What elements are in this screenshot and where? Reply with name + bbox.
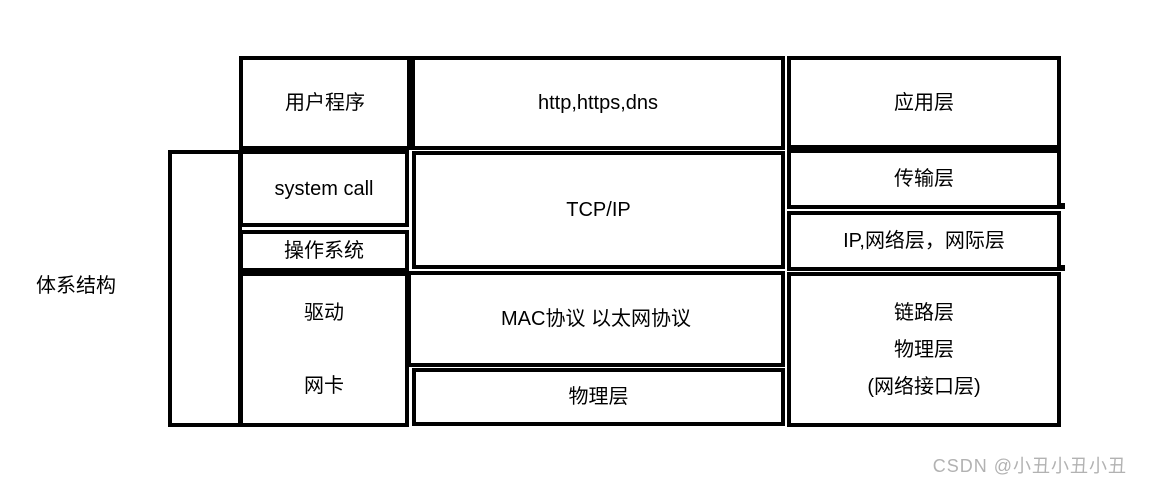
cell-user-program: 用户程序 [239, 56, 411, 150]
cell-link-layer-line2: 物理层 [894, 338, 954, 361]
line-overshoot-top [1058, 203, 1065, 209]
cell-nic-label: 网卡 [304, 375, 344, 398]
cell-mac-ethernet-label: MAC协议 以太网协议 [501, 308, 691, 330]
cell-physical-middle: 物理层 [412, 368, 785, 426]
cell-ip-network-layer-label: IP,网络层，网际层 [843, 230, 1005, 252]
side-label-architecture: 体系结构 [36, 275, 116, 297]
cell-driver-nic: 驱动 网卡 [239, 272, 409, 427]
cell-system-call: system call [239, 150, 409, 227]
cell-ip-network-layer: IP,网络层，网际层 [787, 211, 1061, 271]
cell-http-https-dns-label: http,https,dns [537, 92, 659, 114]
cell-http-https-dns: http,https,dns [411, 56, 785, 150]
cell-mac-ethernet: MAC协议 以太网协议 [407, 271, 785, 367]
cell-link-physical-layer: 链路层 物理层 (网络接口层) [787, 272, 1061, 427]
cell-link-layer-line3: (网络接口层) [867, 375, 981, 398]
cell-tcpip-label: TCP/IP [566, 199, 631, 221]
cell-user-program-label: 用户程序 [285, 92, 365, 114]
line-overshoot-bottom [1058, 265, 1065, 271]
cell-link-layer-line1: 链路层 [894, 301, 954, 324]
csdn-watermark: CSDN @小丑小丑小丑 [932, 456, 1127, 476]
cell-driver-label: 驱动 [304, 301, 344, 324]
cell-physical-middle-label: 物理层 [568, 386, 629, 408]
cell-transport-layer: 传输层 [787, 149, 1061, 209]
cell-application-layer-label: 应用层 [894, 91, 954, 114]
cell-transport-layer-label: 传输层 [894, 168, 954, 190]
cell-tcpip: TCP/IP [412, 151, 785, 269]
cell-operating-system-label: 操作系统 [284, 240, 364, 262]
outer-bracket-box [168, 150, 242, 427]
cell-operating-system: 操作系统 [239, 230, 409, 272]
cell-application-layer: 应用层 [787, 56, 1061, 149]
cell-system-call-label: system call [274, 177, 374, 200]
